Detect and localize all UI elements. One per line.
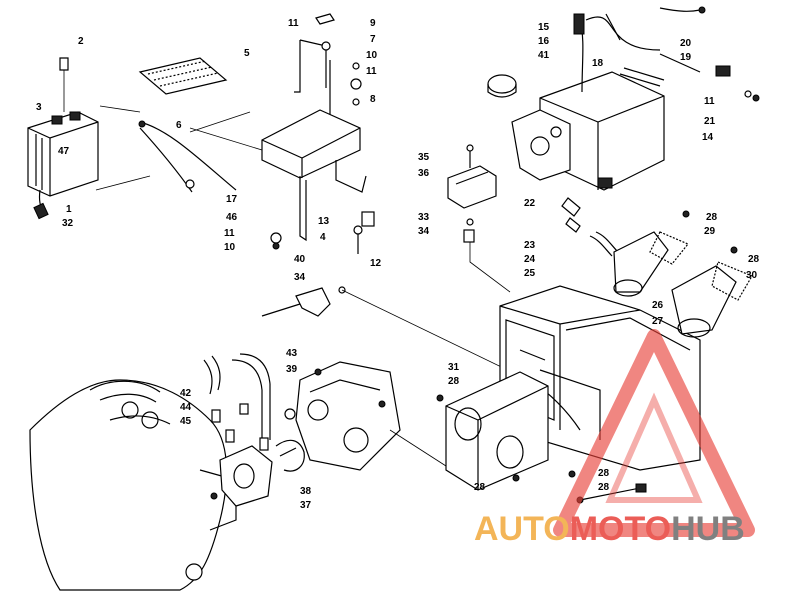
callout-28e: 28 [474,482,486,493]
callout-2: 2 [78,36,84,47]
battery [27,57,99,220]
watermark-auto: AUTO [474,510,570,548]
intake-manifold [203,353,447,507]
callout-15: 15 [538,22,550,33]
callout-33: 33 [418,212,430,223]
callout-5: 5 [244,48,250,59]
callout-4: 4 [320,232,326,243]
callout-46: 46 [226,212,238,223]
callout-3: 3 [36,102,42,113]
callout-36: 36 [418,168,430,179]
callout-34a: 34 [418,226,430,237]
callout-17: 17 [226,194,238,205]
callout-29: 29 [704,226,716,237]
callout-31: 31 [448,362,460,373]
callout-27: 27 [652,316,664,327]
callout-20: 20 [680,38,692,49]
callout-42: 42 [180,388,192,399]
callout-28c: 28 [448,376,460,387]
callout-21: 21 [704,116,716,127]
callout-39: 39 [286,364,298,375]
solenoid [261,144,521,377]
callout-22: 22 [524,198,536,209]
callout-25: 25 [524,268,536,279]
svg-text:AUTOMOTOHUB: AUTOMOTOHUB [474,510,745,548]
callout-45: 45 [180,416,192,427]
callout-10b: 10 [224,242,236,253]
battery-bracket [189,13,375,254]
watermark: AUTOMOTOHUB [474,329,755,548]
battery-cable [95,105,237,193]
callout-13: 13 [318,216,330,227]
callout-9: 9 [370,18,376,29]
watermark-triangle-icon [553,329,755,537]
callout-16: 16 [538,36,550,47]
callout-1: 1 [66,204,72,215]
battery-pad [138,57,228,95]
callout-34b: 34 [294,272,306,283]
callout-37: 37 [300,500,312,511]
engine [29,379,237,591]
oil-tank [487,6,760,191]
callout-labels: 1 2 3 4 5 6 7 8 9 10 10 11 11 11 11 12 1… [36,18,760,511]
callout-35: 35 [418,152,430,163]
callout-28d: 28 [598,468,610,479]
callout-26: 26 [652,300,664,311]
callout-12: 12 [370,258,382,269]
callout-44: 44 [180,402,192,413]
callout-24: 24 [524,254,536,265]
callout-28f: 28 [598,482,610,493]
callout-23: 23 [524,240,536,251]
callout-14: 14 [702,132,714,143]
callout-7: 7 [370,34,376,45]
callout-38: 38 [300,486,312,497]
callout-40: 40 [294,254,306,265]
callout-19: 19 [680,52,692,63]
callout-30: 30 [746,270,758,281]
callout-18: 18 [592,58,604,69]
intake-boots [613,210,753,338]
carburetor-adapter [436,371,647,504]
callout-11a: 11 [288,18,299,29]
watermark-hub: HUB [671,510,745,548]
callout-28b: 28 [748,254,760,265]
callout-43: 43 [286,348,298,359]
callout-11b: 11 [366,66,377,77]
callout-32: 32 [62,218,74,229]
callout-28a: 28 [706,212,718,223]
callout-11d: 11 [704,96,715,107]
callout-10a: 10 [366,50,378,61]
callout-41: 41 [538,50,550,61]
oil-line-fittings [561,197,619,257]
callout-8: 8 [370,94,376,105]
watermark-moto: MOTO [570,510,671,548]
callout-6: 6 [176,120,182,131]
callout-47: 47 [58,146,70,157]
callout-11c: 11 [224,228,235,239]
